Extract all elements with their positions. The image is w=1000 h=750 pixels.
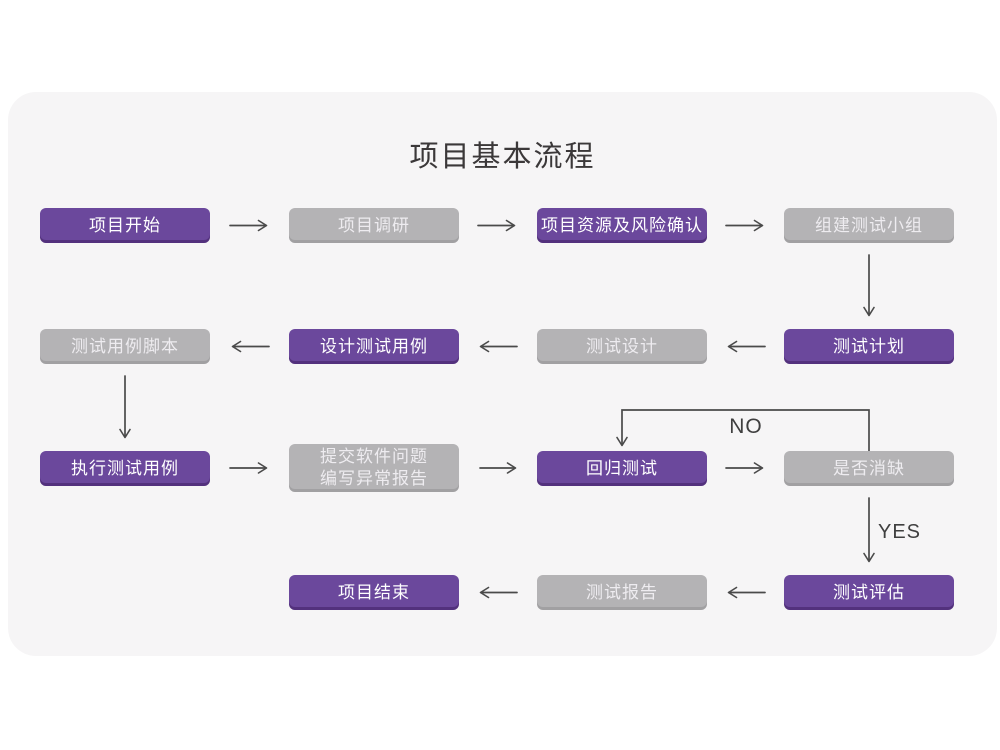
node-regression-test: 回归测试 [537,451,707,486]
node-submit-issue-report: 提交软件问题 编写异常报告 [289,444,459,492]
node-project-start: 项目开始 [40,208,210,243]
node-execute-test-cases: 执行测试用例 [40,451,210,486]
node-project-end: 项目结束 [289,575,459,610]
node-project-survey: 项目调研 [289,208,459,243]
node-build-test-team: 组建测试小组 [784,208,954,243]
flowchart-card [8,92,997,656]
node-design-test-cases: 设计测试用例 [289,329,459,364]
node-test-design: 测试设计 [537,329,707,364]
node-test-case-script: 测试用例脚本 [40,329,210,364]
yes-branch-label: YES [878,521,922,543]
node-test-plan: 测试计划 [784,329,954,364]
node-resources-risk: 项目资源及风险确认 [537,208,707,243]
arrow-no-loop [616,409,870,452]
page-title: 项目基本流程 [409,141,596,173]
node-defect-cleared: 是否消缺 [784,451,954,486]
no-branch-label: NO [729,415,763,438]
node-test-evaluation: 测试评估 [784,575,954,610]
node-test-report: 测试报告 [537,575,707,610]
